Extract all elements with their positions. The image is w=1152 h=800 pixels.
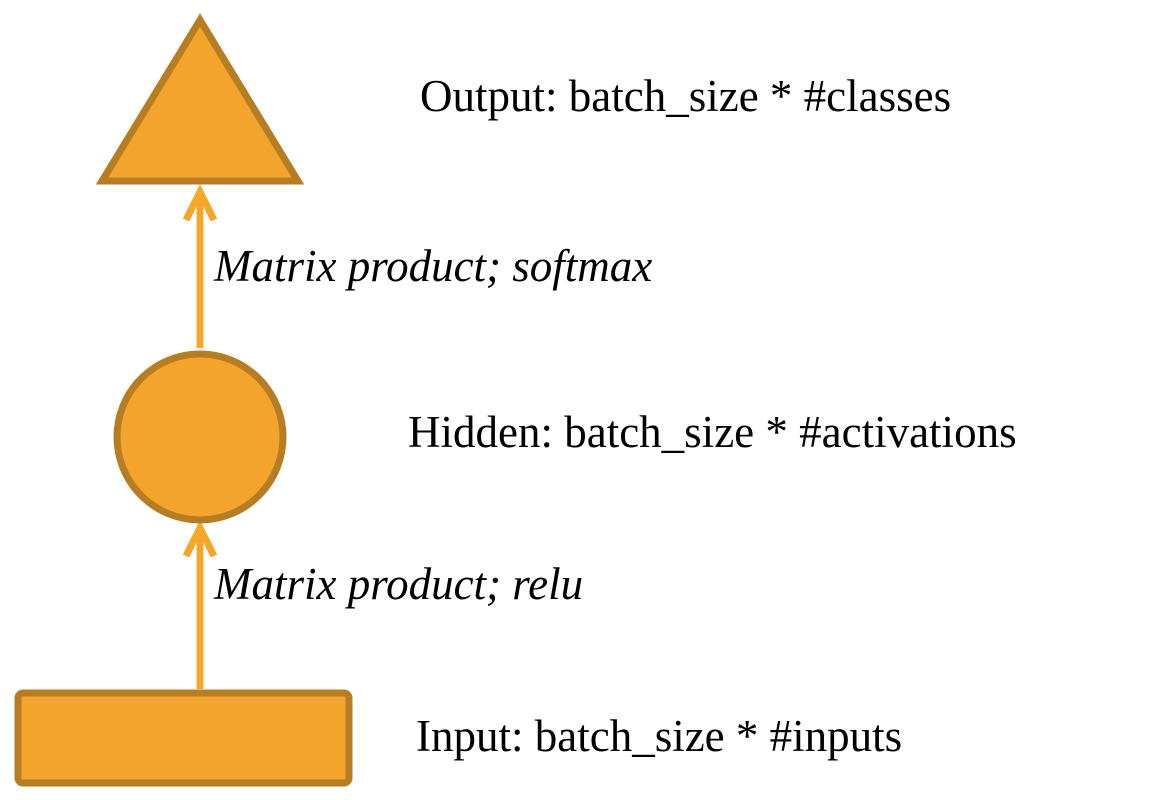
hidden-node-label: Hidden: batch_size * #activations — [408, 407, 1017, 457]
edge-label-softmax: Matrix product; softmax — [214, 241, 653, 291]
input-node-rectangle — [14, 689, 353, 787]
output-node-triangle — [95, 13, 305, 185]
hidden-node-circle — [113, 350, 287, 524]
edge-label-relu: Matrix product; relu — [214, 559, 584, 609]
edge-arrow-relu — [182, 520, 218, 689]
output-node-label: Output: batch_size * #classes — [420, 71, 952, 121]
edge-arrow-softmax — [182, 184, 218, 348]
input-node-label: Input: batch_size * #inputs — [416, 711, 903, 761]
